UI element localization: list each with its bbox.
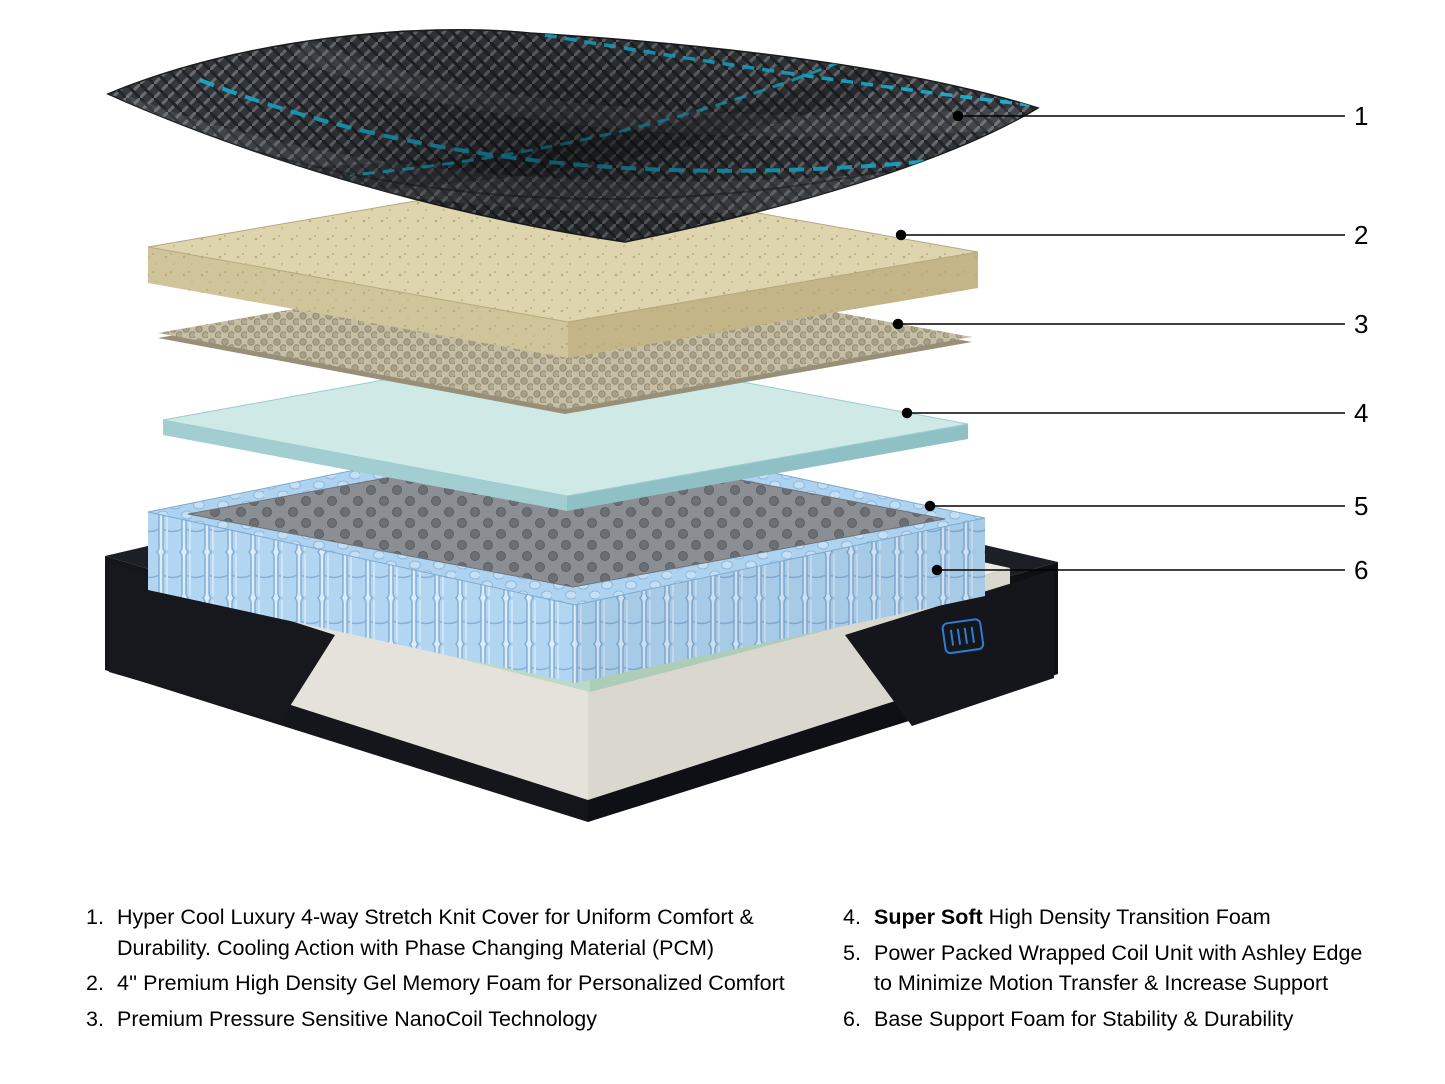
callout-dot-2 — [895, 229, 907, 241]
legend-text-3: Premium Pressure Sensitive NanoCoil Tech… — [117, 1004, 597, 1035]
layer-gel-memory-foam — [147, 176, 979, 358]
callout-dot-4 — [901, 407, 913, 419]
callout-dot-1 — [952, 110, 964, 122]
legend-text-5: Power Packed Wrapped Coil Unit with Ashl… — [874, 938, 1375, 999]
transition-foam-front-left — [163, 420, 567, 511]
cover-plaid-overlay — [108, 29, 1038, 243]
callout-2: 2 — [895, 220, 1368, 250]
legend-text-2-body: 4'' Premium High Density Gel Memory Foam… — [117, 971, 785, 996]
memory-foam-speckles — [148, 177, 978, 358]
legend-text-4-bold: Super Soft — [874, 905, 983, 929]
legend-number-2: 2. — [86, 971, 104, 996]
legend-text-6: Base Support Foam for Stability & Durabi… — [874, 1004, 1293, 1035]
callout-label-4: 4 — [1354, 398, 1368, 428]
legend-number-6: 6. — [843, 1006, 861, 1031]
callout-label-5: 5 — [1354, 491, 1368, 521]
legend-text-2: 4'' Premium High Density Gel Memory Foam… — [117, 968, 785, 999]
callout-6: 6 — [931, 555, 1368, 585]
legend-text-5-body: Power Packed Wrapped Coil Unit with Ashl… — [874, 940, 1363, 996]
coil-front-left-face — [148, 512, 575, 683]
layer-stretch-knit-cover — [106, 28, 1040, 243]
ashley-edge-logo — [941, 618, 985, 655]
layer-wrapped-coil-unit — [147, 427, 986, 683]
transition-foam-front-right — [567, 424, 968, 511]
callout-5: 5 — [924, 491, 1368, 521]
legend-column-left: 1. Hyper Cool Luxury 4-way Stretch Knit … — [86, 902, 812, 1039]
legend-item-3: 3. Premium Pressure Sensitive NanoCoil T… — [86, 1004, 812, 1035]
legend-number-4: 4. — [843, 905, 861, 929]
callouts: 1 2 3 4 5 — [892, 101, 1368, 585]
legend-number-1: 1. — [86, 905, 104, 929]
legend-item-6: 6. Base Support Foam for Stability & Dur… — [843, 1004, 1375, 1035]
base-dark-corner-left — [109, 563, 335, 722]
layer-transition-foam — [162, 347, 969, 511]
coil-front-right-face — [575, 518, 985, 683]
legend-item-5: 5. Power Packed Wrapped Coil Unit with A… — [843, 938, 1375, 999]
callout-3: 3 — [892, 309, 1368, 339]
legend-number-3: 3. — [86, 1006, 104, 1031]
callout-label-3: 3 — [1354, 309, 1368, 339]
legend-text-1: Hyper Cool Luxury 4-way Stretch Knit Cov… — [117, 902, 812, 963]
legend-item-2: 2. 4'' Premium High Density Gel Memory F… — [86, 968, 812, 999]
legend-text-3-body: Premium Pressure Sensitive NanoCoil Tech… — [117, 1006, 597, 1031]
callout-dot-6 — [931, 564, 943, 576]
callout-1: 1 — [952, 101, 1368, 131]
legend-number-5: 5. — [843, 940, 861, 965]
callout-label-6: 6 — [1354, 555, 1368, 585]
legend: 1. Hyper Cool Luxury 4-way Stretch Knit … — [0, 902, 1445, 1072]
callout-label-2: 2 — [1354, 220, 1368, 250]
legend-item-4: 4. Super Soft High Density Transition Fo… — [843, 902, 1375, 933]
legend-text-4: Super Soft High Density Transition Foam — [874, 902, 1271, 933]
legend-text-4-body: High Density Transition Foam — [982, 905, 1271, 929]
legend-item-1: 1. Hyper Cool Luxury 4-way Stretch Knit … — [86, 902, 812, 963]
callout-4: 4 — [901, 398, 1368, 428]
mattress-exploded-diagram: 1 2 3 4 5 — [105, 28, 1368, 822]
legend-text-1-body: Hyper Cool Luxury 4-way Stretch Knit Cov… — [117, 905, 754, 960]
base-dark-corner-right — [845, 570, 1054, 726]
callout-label-1: 1 — [1354, 101, 1368, 131]
callout-dot-3 — [892, 318, 904, 330]
coil-front-right-shade — [575, 518, 985, 683]
callout-dot-5 — [924, 500, 936, 512]
legend-text-6-body: Base Support Foam for Stability & Durabi… — [874, 1006, 1294, 1031]
legend-column-right: 4. Super Soft High Density Transition Fo… — [843, 902, 1375, 1039]
